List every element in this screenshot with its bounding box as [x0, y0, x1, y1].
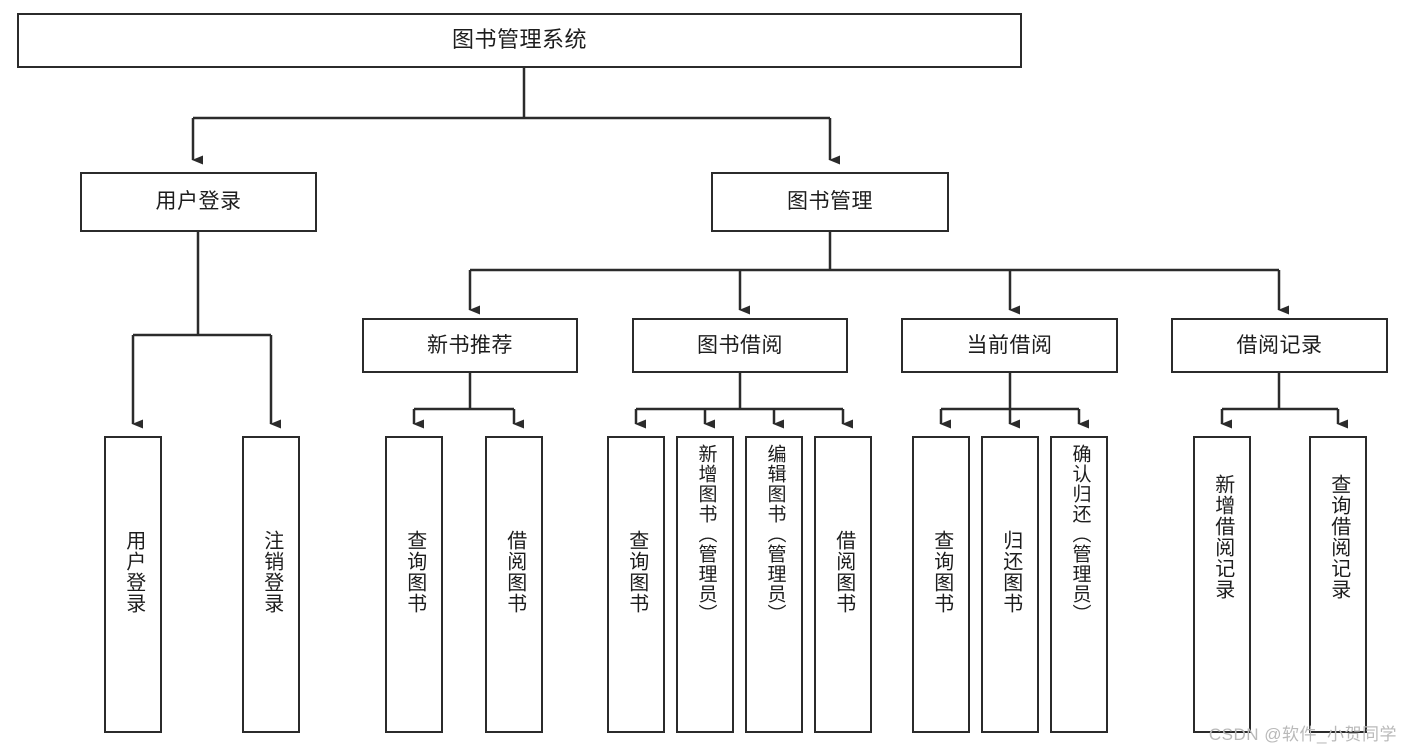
- node-book-manage[interactable]: 图书管理: [711, 172, 949, 232]
- node-borrow-record-label: 借阅记录: [1236, 333, 1323, 357]
- node-leaf-confirm-return-label: 确认归还（管理员）: [1069, 444, 1091, 624]
- node-leaf-logout-login-label: 注销登录: [260, 530, 283, 614]
- node-root-label: 图书管理系统: [451, 27, 587, 53]
- node-leaf-borrow-book-1-label: 借阅图书: [503, 530, 526, 614]
- node-new-book-recommend-label: 新书推荐: [427, 333, 513, 357]
- node-leaf-borrow-book-2-label: 借阅图书: [832, 530, 855, 614]
- node-leaf-edit-book-label: 编辑图书（管理员）: [764, 444, 786, 624]
- node-leaf-logout-login[interactable]: 注销登录: [242, 436, 300, 733]
- node-book-borrow-label: 图书借阅: [697, 333, 783, 357]
- node-leaf-borrow-book-2[interactable]: 借阅图书: [814, 436, 872, 733]
- node-borrow-record[interactable]: 借阅记录: [1171, 318, 1388, 373]
- node-current-borrow-label: 当前借阅: [966, 333, 1053, 357]
- node-book-manage-label: 图书管理: [787, 190, 873, 214]
- node-leaf-query-book-3[interactable]: 查询图书: [912, 436, 970, 733]
- node-leaf-add-record-label: 新增借阅记录: [1211, 474, 1234, 600]
- node-leaf-query-record[interactable]: 查询借阅记录: [1309, 436, 1367, 733]
- node-root[interactable]: 图书管理系统: [17, 13, 1022, 68]
- node-user-login-label: 用户登录: [155, 190, 242, 214]
- node-leaf-query-book-2[interactable]: 查询图书: [607, 436, 665, 733]
- node-leaf-user-login-label: 用户登录: [122, 530, 145, 614]
- node-leaf-user-login[interactable]: 用户登录: [104, 436, 162, 733]
- node-new-book-recommend[interactable]: 新书推荐: [362, 318, 578, 373]
- node-leaf-add-book-label: 新增图书（管理员）: [695, 444, 717, 624]
- node-book-borrow[interactable]: 图书借阅: [632, 318, 848, 373]
- node-leaf-query-record-label: 查询借阅记录: [1327, 474, 1350, 600]
- node-user-login[interactable]: 用户登录: [80, 172, 317, 232]
- node-leaf-add-record[interactable]: 新增借阅记录: [1193, 436, 1251, 733]
- node-leaf-query-book-2-label: 查询图书: [625, 530, 648, 614]
- node-leaf-confirm-return[interactable]: 确认归还（管理员）: [1050, 436, 1108, 733]
- node-leaf-query-book-1[interactable]: 查询图书: [385, 436, 443, 733]
- node-leaf-return-book[interactable]: 归还图书: [981, 436, 1039, 733]
- node-leaf-return-book-label: 归还图书: [999, 530, 1022, 614]
- node-leaf-query-book-1-label: 查询图书: [403, 530, 426, 614]
- node-leaf-edit-book[interactable]: 编辑图书（管理员）: [745, 436, 803, 733]
- node-current-borrow[interactable]: 当前借阅: [901, 318, 1118, 373]
- node-leaf-add-book[interactable]: 新增图书（管理员）: [676, 436, 734, 733]
- node-leaf-query-book-3-label: 查询图书: [930, 530, 953, 614]
- watermark: CSDN @软件_小贺同学: [1208, 725, 1397, 744]
- node-leaf-borrow-book-1[interactable]: 借阅图书: [485, 436, 543, 733]
